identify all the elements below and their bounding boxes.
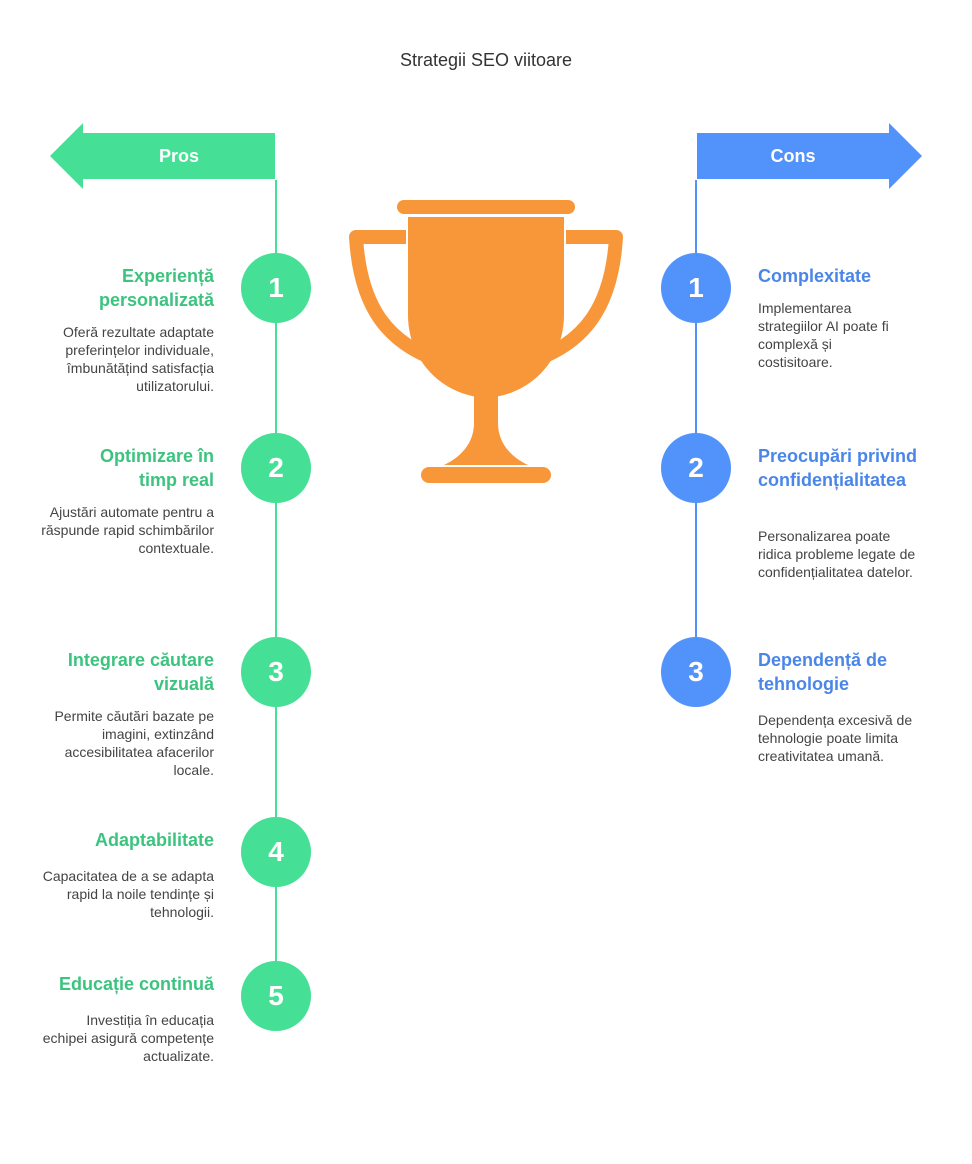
cons-heading-2: Preocupări privind confidențialitatea — [758, 446, 918, 490]
pros-text-5: Investiția în educația echipei asigură c… — [42, 1012, 214, 1064]
pros-arrow-shape — [50, 123, 275, 189]
pros-heading-1: Experiență personalizată — [98, 266, 214, 310]
pros-timeline-line — [275, 180, 277, 998]
cons-heading-1: Complexitate — [758, 266, 872, 286]
pros-number-3: 3 — [241, 637, 311, 707]
pros-heading-5: Educație continuă — [58, 974, 214, 994]
cons-text-1: Implementarea strategiilor AI poate fi c… — [758, 300, 889, 370]
pros-number-4: 4 — [241, 817, 311, 887]
pros-number-5: 5 — [241, 961, 311, 1031]
pros-text-2: Ajustări automate pentru a răspunde rapi… — [41, 504, 214, 556]
pros-label: Pros — [158, 146, 200, 166]
trophy-icon — [349, 200, 623, 483]
pros-number-1: 1 — [241, 253, 311, 323]
cons-number-3: 3 — [661, 637, 731, 707]
pros-text-3: Permite căutări bazate pe imagini, extin… — [54, 708, 214, 778]
cons-text-3: Dependența excesivă de tehnologie poate … — [758, 712, 913, 764]
pros-heading-2: Optimizare în timp real — [99, 446, 214, 490]
cons-timeline-line — [695, 180, 697, 672]
pros-heading-4: Adaptabilitate — [94, 830, 214, 850]
pros-text-1: Oferă rezultate adaptate preferințelor i… — [63, 324, 214, 394]
cons-banner: Cons — [696, 123, 922, 189]
cons-arrow-shape — [697, 123, 922, 189]
cons-number-2: 2 — [661, 433, 731, 503]
pros-text-4: Capacitatea de a se adapta rapid la noil… — [42, 868, 214, 920]
cons-number-1: 1 — [661, 253, 731, 323]
pros-banner: Pros — [50, 123, 276, 189]
cons-text-2: Personalizarea poate ridica probleme leg… — [758, 528, 916, 580]
pros-number-2: 2 — [241, 433, 311, 503]
cons-label: Cons — [770, 146, 816, 166]
page-title: Strategii SEO viitoare — [399, 50, 573, 70]
cons-heading-3: Dependență de tehnologie — [758, 650, 888, 694]
pros-heading-3: Integrare căutare vizuală — [67, 650, 214, 694]
